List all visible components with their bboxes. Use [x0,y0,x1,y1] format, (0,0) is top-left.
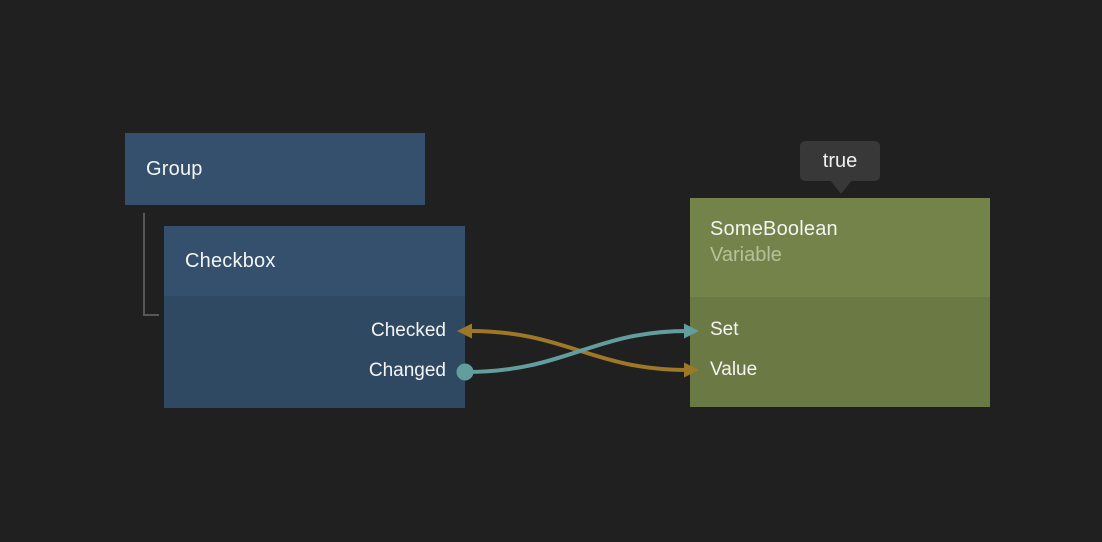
node-someboolean-title: SomeBoolean [710,218,838,240]
value-tooltip: true [800,141,880,181]
value-tooltip-text: true [822,149,858,172]
node-group[interactable]: Group [125,133,425,205]
value-tooltip-pointer-icon [830,180,852,194]
node-someboolean-header[interactable]: SomeBoolean Variable [690,198,990,297]
wire-changed-to-set[interactable] [456,323,700,381]
node-checkbox-title: Checkbox [185,249,276,272]
node-checkbox[interactable]: Checkbox Checked Changed [164,226,465,408]
node-checkbox-header[interactable]: Checkbox [164,226,465,296]
port-set[interactable]: Set [710,319,739,340]
port-value[interactable]: Value [710,359,758,380]
hierarchy-line-horizontal [143,314,159,316]
port-checked[interactable]: Checked [371,320,446,341]
hierarchy-line-vertical [143,213,145,316]
node-checkbox-body: Checked Changed [164,296,465,408]
wire-value-to-checked-path[interactable] [468,329,690,372]
wire-changed-to-set-path[interactable] [464,329,690,374]
node-someboolean-body: Set Value [690,297,990,407]
node-someboolean-subtitle: Variable [710,244,782,266]
port-changed[interactable]: Changed [368,360,446,381]
wire-value-to-checked[interactable] [457,323,699,378]
node-group-title: Group [146,157,203,180]
node-someboolean[interactable]: SomeBoolean Variable Set Value [690,198,990,407]
